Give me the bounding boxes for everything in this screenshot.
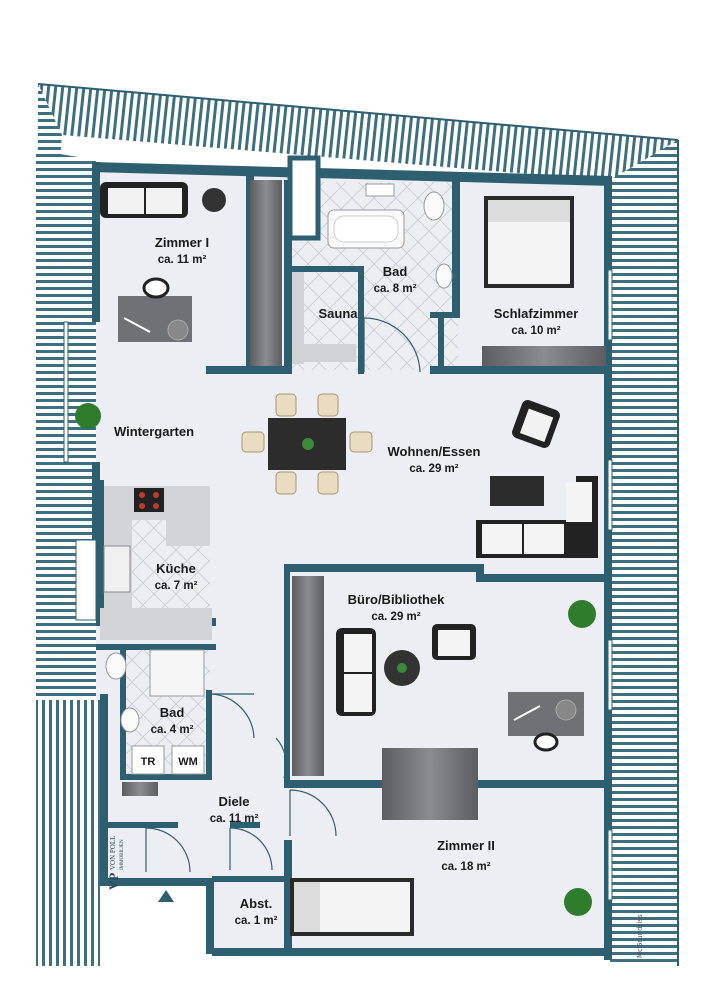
label-bad1-name: Bad: [383, 264, 408, 279]
plant-buero: [568, 600, 596, 628]
label-wohnen-name: Wohnen/Essen: [388, 444, 481, 459]
toilet-bad2: [105, 652, 127, 680]
label-bad1-area: ca. 8 m²: [374, 283, 417, 295]
plant-wintergarten: [75, 403, 101, 429]
plant-zimmer2: [564, 888, 592, 916]
doors: [145, 317, 421, 873]
side-table: [202, 188, 226, 212]
credit: McGrundriss: [636, 914, 644, 958]
room-labels: Zimmer I ca. 11 m² Bad ca. 8 m² Sauna Sc…: [114, 235, 578, 927]
sauna-bench: [292, 272, 304, 364]
label-zimmer1-name: Zimmer I: [155, 235, 209, 250]
label-wohnen-area: ca. 29 m²: [409, 463, 458, 475]
label-zimmer2-area: ca. 18 m²: [441, 861, 490, 873]
wardrobe-zimmer1: [250, 180, 282, 366]
diele-cabinet: [122, 782, 158, 796]
label-schlafzimmer-area: ca. 10 m²: [511, 325, 560, 337]
label-wintergarten-name: Wintergarten: [114, 424, 194, 439]
bookshelf: [292, 576, 324, 776]
label-buero-area: ca. 29 m²: [371, 611, 420, 623]
sink-bad1: [435, 263, 453, 289]
label-bad2-name: Bad: [160, 705, 185, 720]
sideboard: [382, 748, 478, 820]
entrance-arrow: [158, 890, 174, 902]
dryer-box: [131, 745, 165, 775]
label-buero-name: Büro/Bibliothek: [348, 592, 446, 607]
label-dryer: TR: [141, 756, 156, 768]
label-washer: WM: [178, 756, 198, 768]
shower: [149, 649, 205, 697]
label-diele-area: ca. 11 m²: [210, 813, 259, 825]
logo: VP VON POLL IMMOBILIEN: [106, 836, 125, 890]
label-zimmer1-area: ca. 11 m²: [158, 254, 207, 266]
cooktop: [134, 488, 164, 512]
kitchen-sink: [103, 545, 131, 593]
label-diele-name: Diele: [218, 794, 249, 809]
sink-bad2: [120, 707, 140, 733]
toilet-bad1: [423, 191, 445, 221]
floor-area: [96, 168, 610, 950]
washer-box: [171, 745, 205, 775]
label-bad2-area: ca. 4 m²: [151, 724, 194, 736]
windows: [75, 269, 613, 901]
label-kueche-area: ca. 7 m²: [155, 580, 198, 592]
label-sauna-name: Sauna: [318, 306, 358, 321]
coffee-table: [490, 476, 544, 506]
dresser: [482, 346, 606, 366]
label-abst-name: Abst.: [240, 896, 273, 911]
furniture: [75, 180, 606, 936]
label-kueche-name: Küche: [156, 561, 196, 576]
label-abst-area: ca. 1 m²: [235, 915, 278, 927]
logo-line2: IMMOBILIEN: [120, 839, 125, 870]
label-schlafzimmer-name: Schlafzimmer: [494, 306, 579, 321]
logo-mark: VP: [106, 873, 121, 890]
logo-line1: VON POLL: [109, 836, 117, 870]
label-zimmer2-name: Zimmer II: [437, 838, 495, 853]
